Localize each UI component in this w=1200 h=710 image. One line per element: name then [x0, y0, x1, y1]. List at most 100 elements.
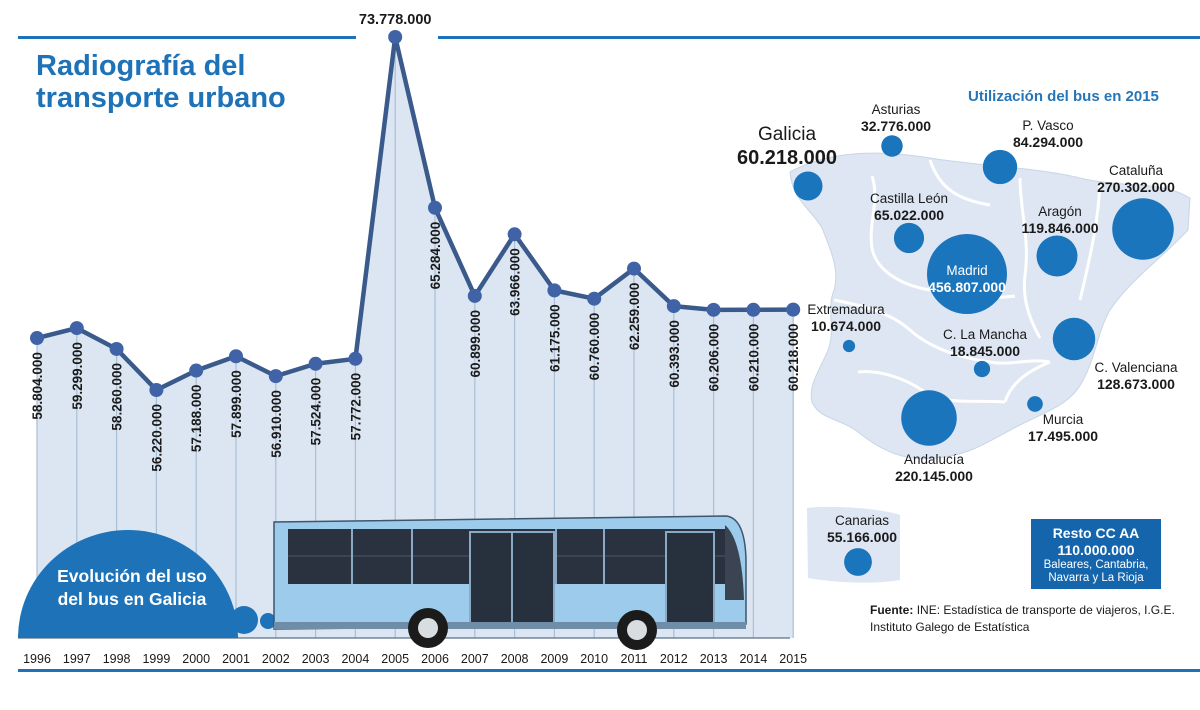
data-label-2004: 57.772.000 — [348, 373, 363, 441]
x-tick-2005: 2005 — [381, 652, 409, 666]
region-circle-catalu-a — [1112, 198, 1174, 260]
region-value: 60.218.000 — [736, 147, 838, 169]
x-tick-2008: 2008 — [501, 652, 529, 666]
data-label-2005: 73.778.000 — [359, 12, 432, 28]
region-value: 119.846.000 — [1021, 220, 1099, 236]
x-tick-2002: 2002 — [262, 652, 290, 666]
x-tick-2010: 2010 — [580, 652, 608, 666]
data-point-2005 — [388, 30, 403, 44]
evolution-label-line-1: Evolución del uso — [57, 566, 207, 586]
data-label-2000: 57.188.000 — [189, 385, 204, 453]
x-tick-2009: 2009 — [540, 652, 568, 666]
x-tick-2003: 2003 — [302, 652, 330, 666]
data-point-2015 — [786, 302, 801, 317]
region-name: Andalucía — [903, 452, 965, 467]
x-tick-1997: 1997 — [63, 652, 91, 666]
region-value: 456.807.000 — [928, 279, 1006, 295]
region-value: 84.294.000 — [1012, 134, 1084, 150]
region-name: Aragón — [1038, 204, 1082, 219]
data-label-2006: 65.284.000 — [428, 222, 443, 290]
region-value: 17.495.000 — [1027, 428, 1099, 444]
data-label-2003: 57.524.000 — [309, 378, 324, 446]
data-point-1996 — [30, 331, 44, 346]
x-tick-1996: 1996 — [23, 652, 51, 666]
x-tick-2007: 2007 — [461, 652, 489, 666]
data-point-2002 — [268, 369, 283, 384]
data-point-2013 — [706, 302, 721, 317]
x-tick-2012: 2012 — [660, 652, 688, 666]
region-value: 10.674.000 — [810, 318, 882, 334]
data-label-2014: 60.210.000 — [746, 324, 761, 392]
data-label-2012: 60.393.000 — [667, 320, 682, 388]
data-point-2007 — [467, 288, 482, 303]
region-circle-arag-n — [1036, 235, 1078, 277]
bus-illustration — [273, 515, 747, 650]
region-value: 18.845.000 — [949, 343, 1021, 359]
data-point-2004 — [348, 351, 363, 366]
region-name: Canarias — [834, 513, 890, 528]
region-name: C. Valenciana — [1094, 360, 1178, 375]
data-point-2014 — [746, 302, 761, 317]
evolution-semicircle — [18, 530, 238, 638]
spain-map — [789, 135, 1191, 583]
x-tick-2006: 2006 — [421, 652, 449, 666]
region-value: 65.022.000 — [873, 207, 945, 223]
data-label-2007: 60.899.000 — [468, 310, 483, 378]
region-border-5 — [833, 298, 1051, 365]
source-label: Fuente: — [870, 603, 914, 617]
region-circle-canarias — [844, 548, 872, 576]
region-name: Galicia — [757, 124, 817, 145]
data-point-2001 — [229, 349, 243, 364]
evolution-label-line-2: del bus en Galicia — [57, 589, 207, 609]
source-note: Fuente: INE: Estadística de transporte d… — [870, 602, 1195, 636]
region-name: Asturias — [871, 102, 921, 117]
x-tick-2015: 2015 — [779, 652, 807, 666]
x-tick-2000: 2000 — [182, 652, 210, 666]
region-circle-asturias — [881, 135, 903, 157]
data-point-2011 — [627, 261, 641, 276]
region-circle-murcia — [1027, 396, 1043, 412]
data-label-2015: 60.218.000 — [786, 324, 801, 392]
region-circle-galicia — [793, 171, 823, 201]
data-label-1999: 56.220.000 — [149, 404, 164, 472]
source-text: INE: Estadística de transporte de viajer… — [870, 603, 1175, 634]
region-border-2 — [928, 159, 991, 207]
x-tick-1998: 1998 — [103, 652, 131, 666]
region-name: Murcia — [1042, 412, 1084, 427]
evolution-dot-large — [230, 606, 258, 634]
data-label-2002: 56.910.000 — [269, 390, 284, 458]
bus-hubcap-1 — [418, 618, 438, 638]
region-circle-c-valenciana — [1052, 317, 1096, 361]
data-point-2010 — [587, 291, 602, 306]
title-line-2: transporte urbano — [36, 82, 286, 114]
region-name: C. La Mancha — [942, 327, 1028, 342]
data-point-1997 — [69, 321, 84, 336]
evolution-dot-small — [260, 613, 276, 629]
resto-value: 110.000.000 — [1057, 542, 1135, 558]
region-name: Madrid — [946, 263, 988, 278]
region-value: 128.673.000 — [1097, 376, 1175, 392]
region-circle-p-vasco — [982, 149, 1018, 185]
data-label-2009: 61.175.000 — [547, 304, 562, 372]
region-circle-extremadura — [842, 339, 856, 353]
data-point-2006 — [428, 200, 442, 215]
region-name: Cataluña — [1108, 163, 1164, 178]
data-point-1999 — [149, 383, 164, 397]
series-line — [36, 34, 794, 393]
region-circle-andaluc-a — [901, 390, 957, 446]
x-tick-2013: 2013 — [700, 652, 728, 666]
data-point-2009 — [547, 283, 562, 298]
data-point-2003 — [308, 356, 323, 371]
